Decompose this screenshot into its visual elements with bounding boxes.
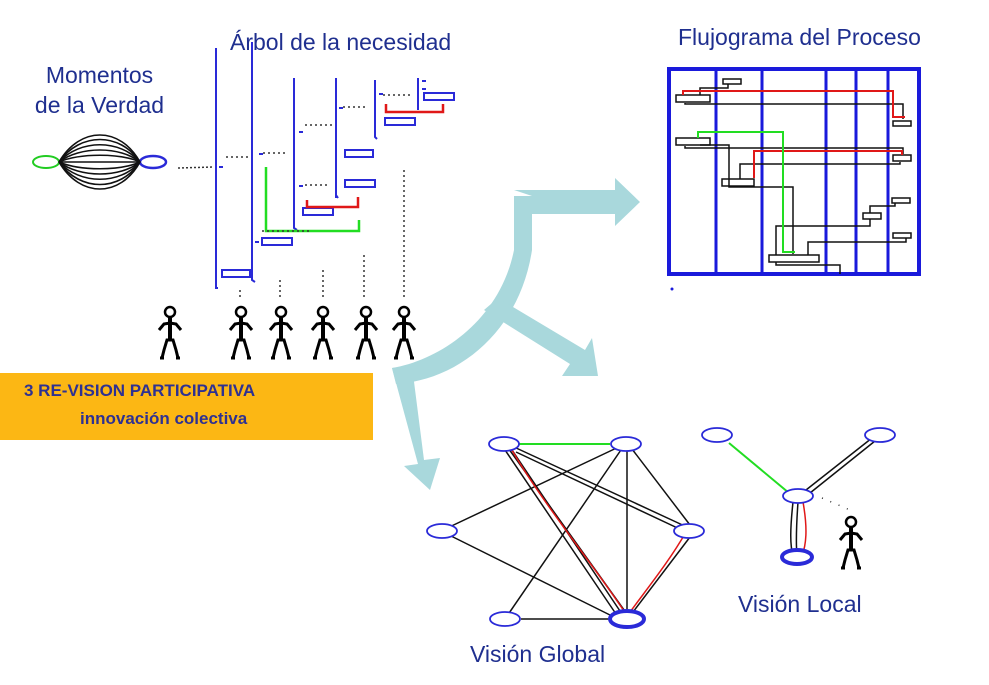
vision-global-graph — [426, 436, 705, 629]
stick-figure-icon — [228, 305, 254, 360]
stick-figure-icon — [157, 305, 183, 360]
global-node — [673, 523, 705, 539]
flujograma-title: Flujograma del Proceso — [678, 24, 921, 50]
local-node — [864, 427, 896, 443]
vision-local-graph — [701, 427, 896, 566]
momentos-title-line2: de la Verdad — [34, 92, 165, 118]
global-node-central — [608, 609, 646, 629]
global-node — [426, 523, 458, 539]
local-node — [701, 427, 733, 443]
momentos-de-la-verdad-title: Momentos de la Verdad — [22, 60, 177, 120]
stick-figure-icon — [268, 305, 294, 360]
momentos-title-line1: Momentos — [45, 62, 154, 88]
revision-participativa-banner: 3 RE-VISION PARTICIPATIVA innovación col… — [0, 373, 373, 440]
momentos-node-right — [138, 154, 168, 170]
vision-global-title: Visión Global — [470, 641, 606, 667]
banner-line1: 3 RE-VISION PARTICIPATIVA — [24, 381, 256, 400]
global-node — [610, 436, 642, 452]
momentos-node-left — [32, 155, 60, 169]
banner-line2: innovación colectiva — [80, 409, 248, 428]
stick-figure-icon — [310, 305, 336, 360]
flujograma-chart — [667, 67, 921, 291]
stick-figure-icon — [838, 515, 864, 570]
stick-figure-icon — [391, 305, 417, 360]
flow-arrows — [392, 178, 640, 490]
vision-local-title: Visión Local — [738, 591, 862, 617]
stick-figure-icon — [353, 305, 379, 360]
arrow-to-flujograma — [514, 178, 640, 226]
local-node-target — [780, 548, 814, 566]
arrow-to-vision-local — [484, 298, 598, 376]
arbol-necesidad-title: Árbol de la necesidad — [230, 29, 452, 55]
global-node — [488, 436, 520, 452]
main-curved-arrow-body — [392, 196, 532, 384]
local-node-center — [782, 488, 814, 504]
arrow-to-vision-global — [392, 366, 440, 490]
momentos-graph — [32, 134, 215, 190]
arbol-tree — [215, 42, 455, 300]
global-node — [489, 611, 521, 627]
